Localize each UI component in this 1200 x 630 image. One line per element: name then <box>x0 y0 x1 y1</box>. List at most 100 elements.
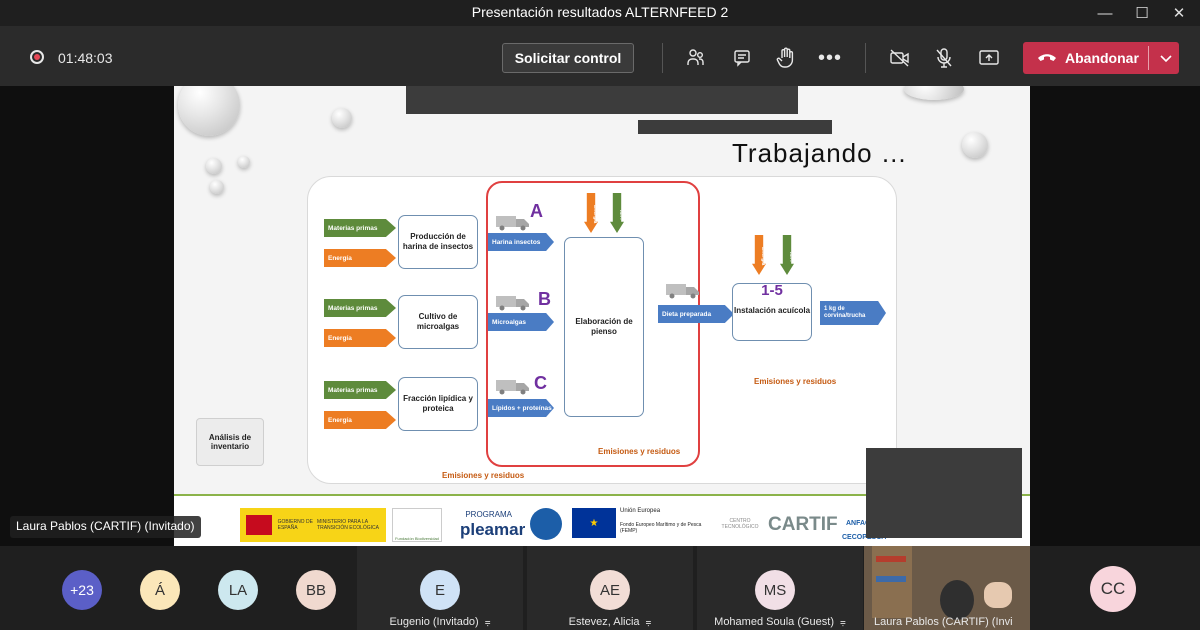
participant-initials: LA <box>228 581 248 599</box>
meeting-toolbar: 01:48:03 Solicitar control ••• Abandonar <box>0 26 1200 86</box>
diet-arrow: Dieta preparada <box>658 305 734 323</box>
participant-initials: AE <box>599 581 620 599</box>
record-icon <box>30 50 44 64</box>
shared-slide: Trabajando … Materias primas Energía Pro… <box>174 86 1030 546</box>
energy-down-arrow: Energía <box>584 193 598 233</box>
participant-initials: CC <box>1100 579 1126 598</box>
title-bar: Presentación resultados ALTERNFEED 2 — ☐… <box>0 0 1200 26</box>
mic-off-icon[interactable] <box>930 44 958 72</box>
participant-avatar[interactable]: BB <box>296 570 336 610</box>
participant-name-text: Mohamed Soula (Guest) <box>714 616 834 628</box>
participant-avatar[interactable]: CC <box>1090 566 1136 612</box>
fundacion-logo: Fundación Biodiversidad <box>392 508 442 542</box>
eu-fund: Fondo Europeo Marítimo y de Pesca (FEMP) <box>620 522 702 534</box>
leave-label: Abandonar <box>1065 50 1139 66</box>
energy-down-arrow: Energía <box>752 235 766 275</box>
toolbar-divider <box>662 43 663 73</box>
ministerio-text: MINISTERIO PARA LA TRANSICIÓN ECOLÓGICA <box>317 519 379 531</box>
truck-icon <box>496 380 529 395</box>
participant-name: Estevez, Alicia ⩦ <box>527 616 693 628</box>
participant-name: Eugenio (Invitado) ⩦ <box>357 616 523 628</box>
participant-avatar: E <box>420 570 460 610</box>
redacted-area <box>406 86 798 114</box>
mic-off-icon: ⩦ <box>484 617 491 628</box>
waving-hand <box>984 582 1012 608</box>
energy-arrow: Energía <box>324 249 396 267</box>
energy-arrow: Energía <box>324 329 396 347</box>
overflow-participants-button[interactable]: +23 <box>62 570 102 610</box>
decor-bubble <box>962 132 988 158</box>
chevron-down-icon[interactable] <box>1157 48 1175 68</box>
emissions-label: Emisiones y residuos <box>754 377 837 386</box>
decor-bubble <box>178 86 240 136</box>
slide-title: Trabajando … <box>732 138 908 168</box>
camera-off-icon[interactable] <box>886 44 914 72</box>
participant-video-tile[interactable]: Laura Pablos (CARTIF) (Invi <box>864 546 1030 630</box>
mic-off-icon: ⩦ <box>645 617 652 628</box>
pleamar-wave-icon <box>530 508 562 540</box>
truck-icon <box>496 216 529 231</box>
gobierno-logo: GOBIERNO DE ESPAÑA MINISTERIO PARA LA TR… <box>240 508 386 542</box>
request-control-button[interactable]: Solicitar control <box>502 43 634 73</box>
close-icon[interactable]: ✕ <box>1172 5 1186 22</box>
truck-icon <box>496 296 529 311</box>
process-box: Producción de harina de insectos <box>398 215 478 269</box>
presenter-name-label: Laura Pablos (CARTIF) (Invitado) <box>10 516 201 538</box>
chat-icon[interactable] <box>728 44 756 72</box>
decor-bubble <box>238 156 250 168</box>
participant-avatar: AE <box>590 570 630 610</box>
participant-avatar: MS <box>755 570 795 610</box>
pleamar-logo: pleamar <box>460 520 526 539</box>
minimize-icon[interactable]: — <box>1097 4 1113 22</box>
decor-bubble <box>210 180 224 194</box>
book-decor <box>876 556 906 562</box>
raw-materials-arrow: Materias primas <box>324 381 396 399</box>
redacted-area <box>638 120 832 134</box>
energy-arrow: Energía <box>324 411 396 429</box>
stream-letter: B <box>538 289 551 309</box>
spain-coat-icon <box>246 515 272 535</box>
participants-strip: +23 Á LA BB E Eugenio (Invitado) ⩦ AE Est… <box>0 546 1200 630</box>
aquaculture-name: Instalación acuícola <box>733 306 811 315</box>
maximize-icon[interactable]: ☐ <box>1135 5 1149 22</box>
participant-name-text: Estevez, Alicia <box>568 616 640 628</box>
phone-icon <box>1038 54 1056 61</box>
participant-initials: BB <box>305 581 326 599</box>
decor-bubble <box>332 108 352 128</box>
leave-button[interactable]: Abandonar <box>1023 42 1179 74</box>
participant-initials: Á <box>154 581 165 599</box>
participants-icon[interactable] <box>682 44 710 72</box>
more-icon[interactable]: ••• <box>817 46 842 69</box>
share-icon[interactable] <box>975 44 1003 72</box>
decor-bubble <box>206 158 222 174</box>
stream-letter: C <box>534 373 547 393</box>
feed-box: Elaboración de pienso <box>564 237 644 417</box>
truck-icon <box>666 284 699 299</box>
person-silhouette <box>940 580 974 620</box>
cartif-logo: CARTIF <box>768 514 838 535</box>
output-arrow: Lípidos + proteínas <box>488 399 554 417</box>
process-box: Fracción lipídica y proteica <box>398 377 478 431</box>
aquaculture-box: 1-5 Instalación acuícola <box>732 282 812 341</box>
output-arrow: Microalgas <box>488 313 554 331</box>
participant-avatar[interactable]: LA <box>218 570 258 610</box>
inventory-analysis-badge: Análisis de inventario <box>196 418 264 466</box>
participant-name-text: Laura Pablos (CARTIF) (Invi <box>874 616 1013 628</box>
emissions-label: Emisiones y residuos <box>442 471 525 480</box>
raw-materials-arrow: Materias primas <box>324 299 396 317</box>
raise-hand-icon[interactable] <box>772 44 800 72</box>
participant-name: Laura Pablos (CARTIF) (Invi <box>864 616 1030 628</box>
participant-name-text: Eugenio (Invitado) <box>389 616 479 628</box>
leave-divider <box>1148 46 1149 70</box>
process-diagram: Materias primas Energía Producción de ha… <box>307 176 897 484</box>
participant-tile[interactable]: E Eugenio (Invitado) ⩦ <box>357 546 523 630</box>
programa-text: PROGRAMA <box>465 510 512 519</box>
process-box: Cultivo de microalgas <box>398 295 478 349</box>
participant-tile[interactable]: AE Estevez, Alicia ⩦ <box>527 546 693 630</box>
participant-avatar[interactable]: Á <box>140 570 180 610</box>
participant-tile[interactable]: MS Mohamed Soula (Guest)⩦ <box>697 546 863 630</box>
toolbar-divider <box>865 43 866 73</box>
participant-initials: E <box>434 581 445 599</box>
centro-text: CENTRO TECNOLÓGICO <box>721 518 759 530</box>
stream-letter: A <box>530 201 543 221</box>
